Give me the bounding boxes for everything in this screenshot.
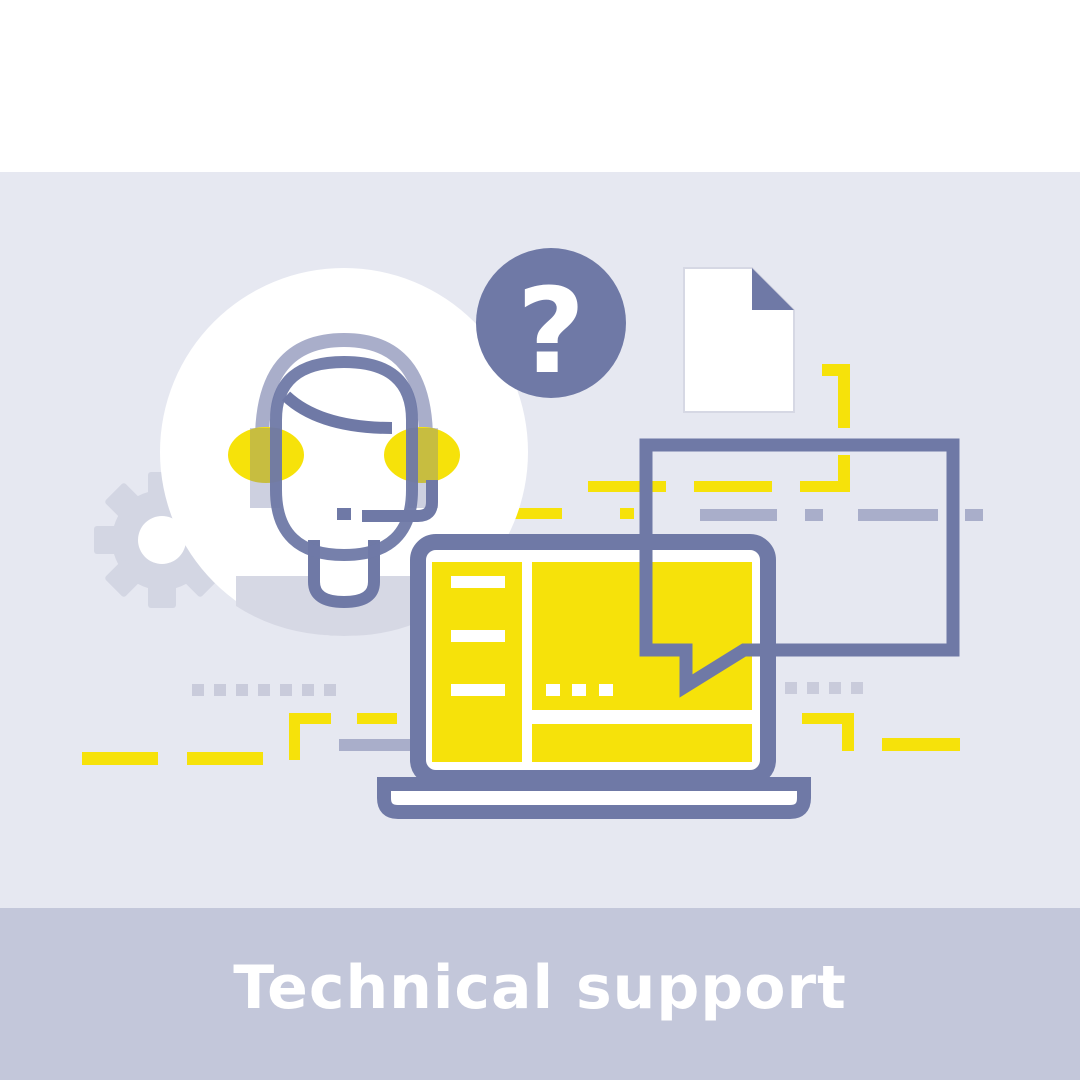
- top-white-strip: [0, 0, 1080, 172]
- laptop-icon: [377, 534, 811, 819]
- dashed-lines-decoration: [82, 364, 983, 765]
- question-mark-glyph: ?: [517, 262, 585, 400]
- caption-bar: Technical support: [0, 908, 1080, 1080]
- caption-title: Technical support: [233, 953, 847, 1023]
- speech-bubble-icon: [639, 438, 960, 698]
- illustration-panel: ?: [0, 172, 1080, 908]
- document-icon: [683, 267, 795, 413]
- question-mark-icon: ?: [476, 248, 626, 400]
- support-illustration: ?: [82, 248, 983, 819]
